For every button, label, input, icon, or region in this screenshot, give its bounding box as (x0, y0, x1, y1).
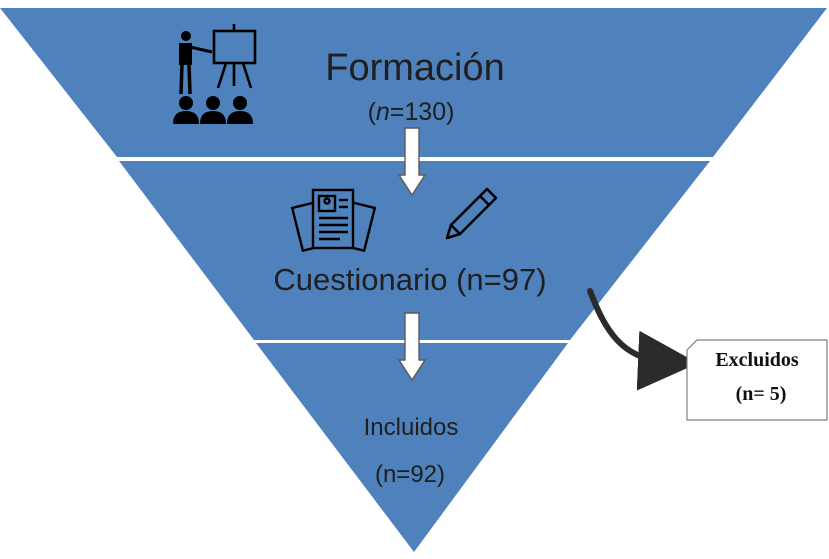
stage-cuestionario-title: Cuestionario (n=97) (273, 262, 546, 297)
down-arrow-1 (397, 127, 427, 197)
excluded-label: Excluidos (715, 349, 799, 371)
funnel-tier-cuestionario (119, 161, 710, 340)
pencil-icon (445, 187, 498, 240)
documents-icon (290, 188, 377, 253)
excluded-curved-arrow (587, 288, 698, 391)
excluded-count: (n= 5) (736, 383, 787, 405)
stage-formacion-count: (n=130) (368, 98, 455, 126)
stage-incluidos-title: Incluidos (364, 414, 459, 441)
down-arrow-2 (397, 312, 427, 382)
funnel-tier-incluidos (256, 343, 568, 552)
excluded-box: Excluidos (n= 5) (686, 339, 828, 421)
stage-formacion-title: Formación (325, 47, 505, 89)
presentation-teacher-icon (173, 24, 257, 124)
stage-incluidos-count: (n=92) (375, 461, 445, 488)
